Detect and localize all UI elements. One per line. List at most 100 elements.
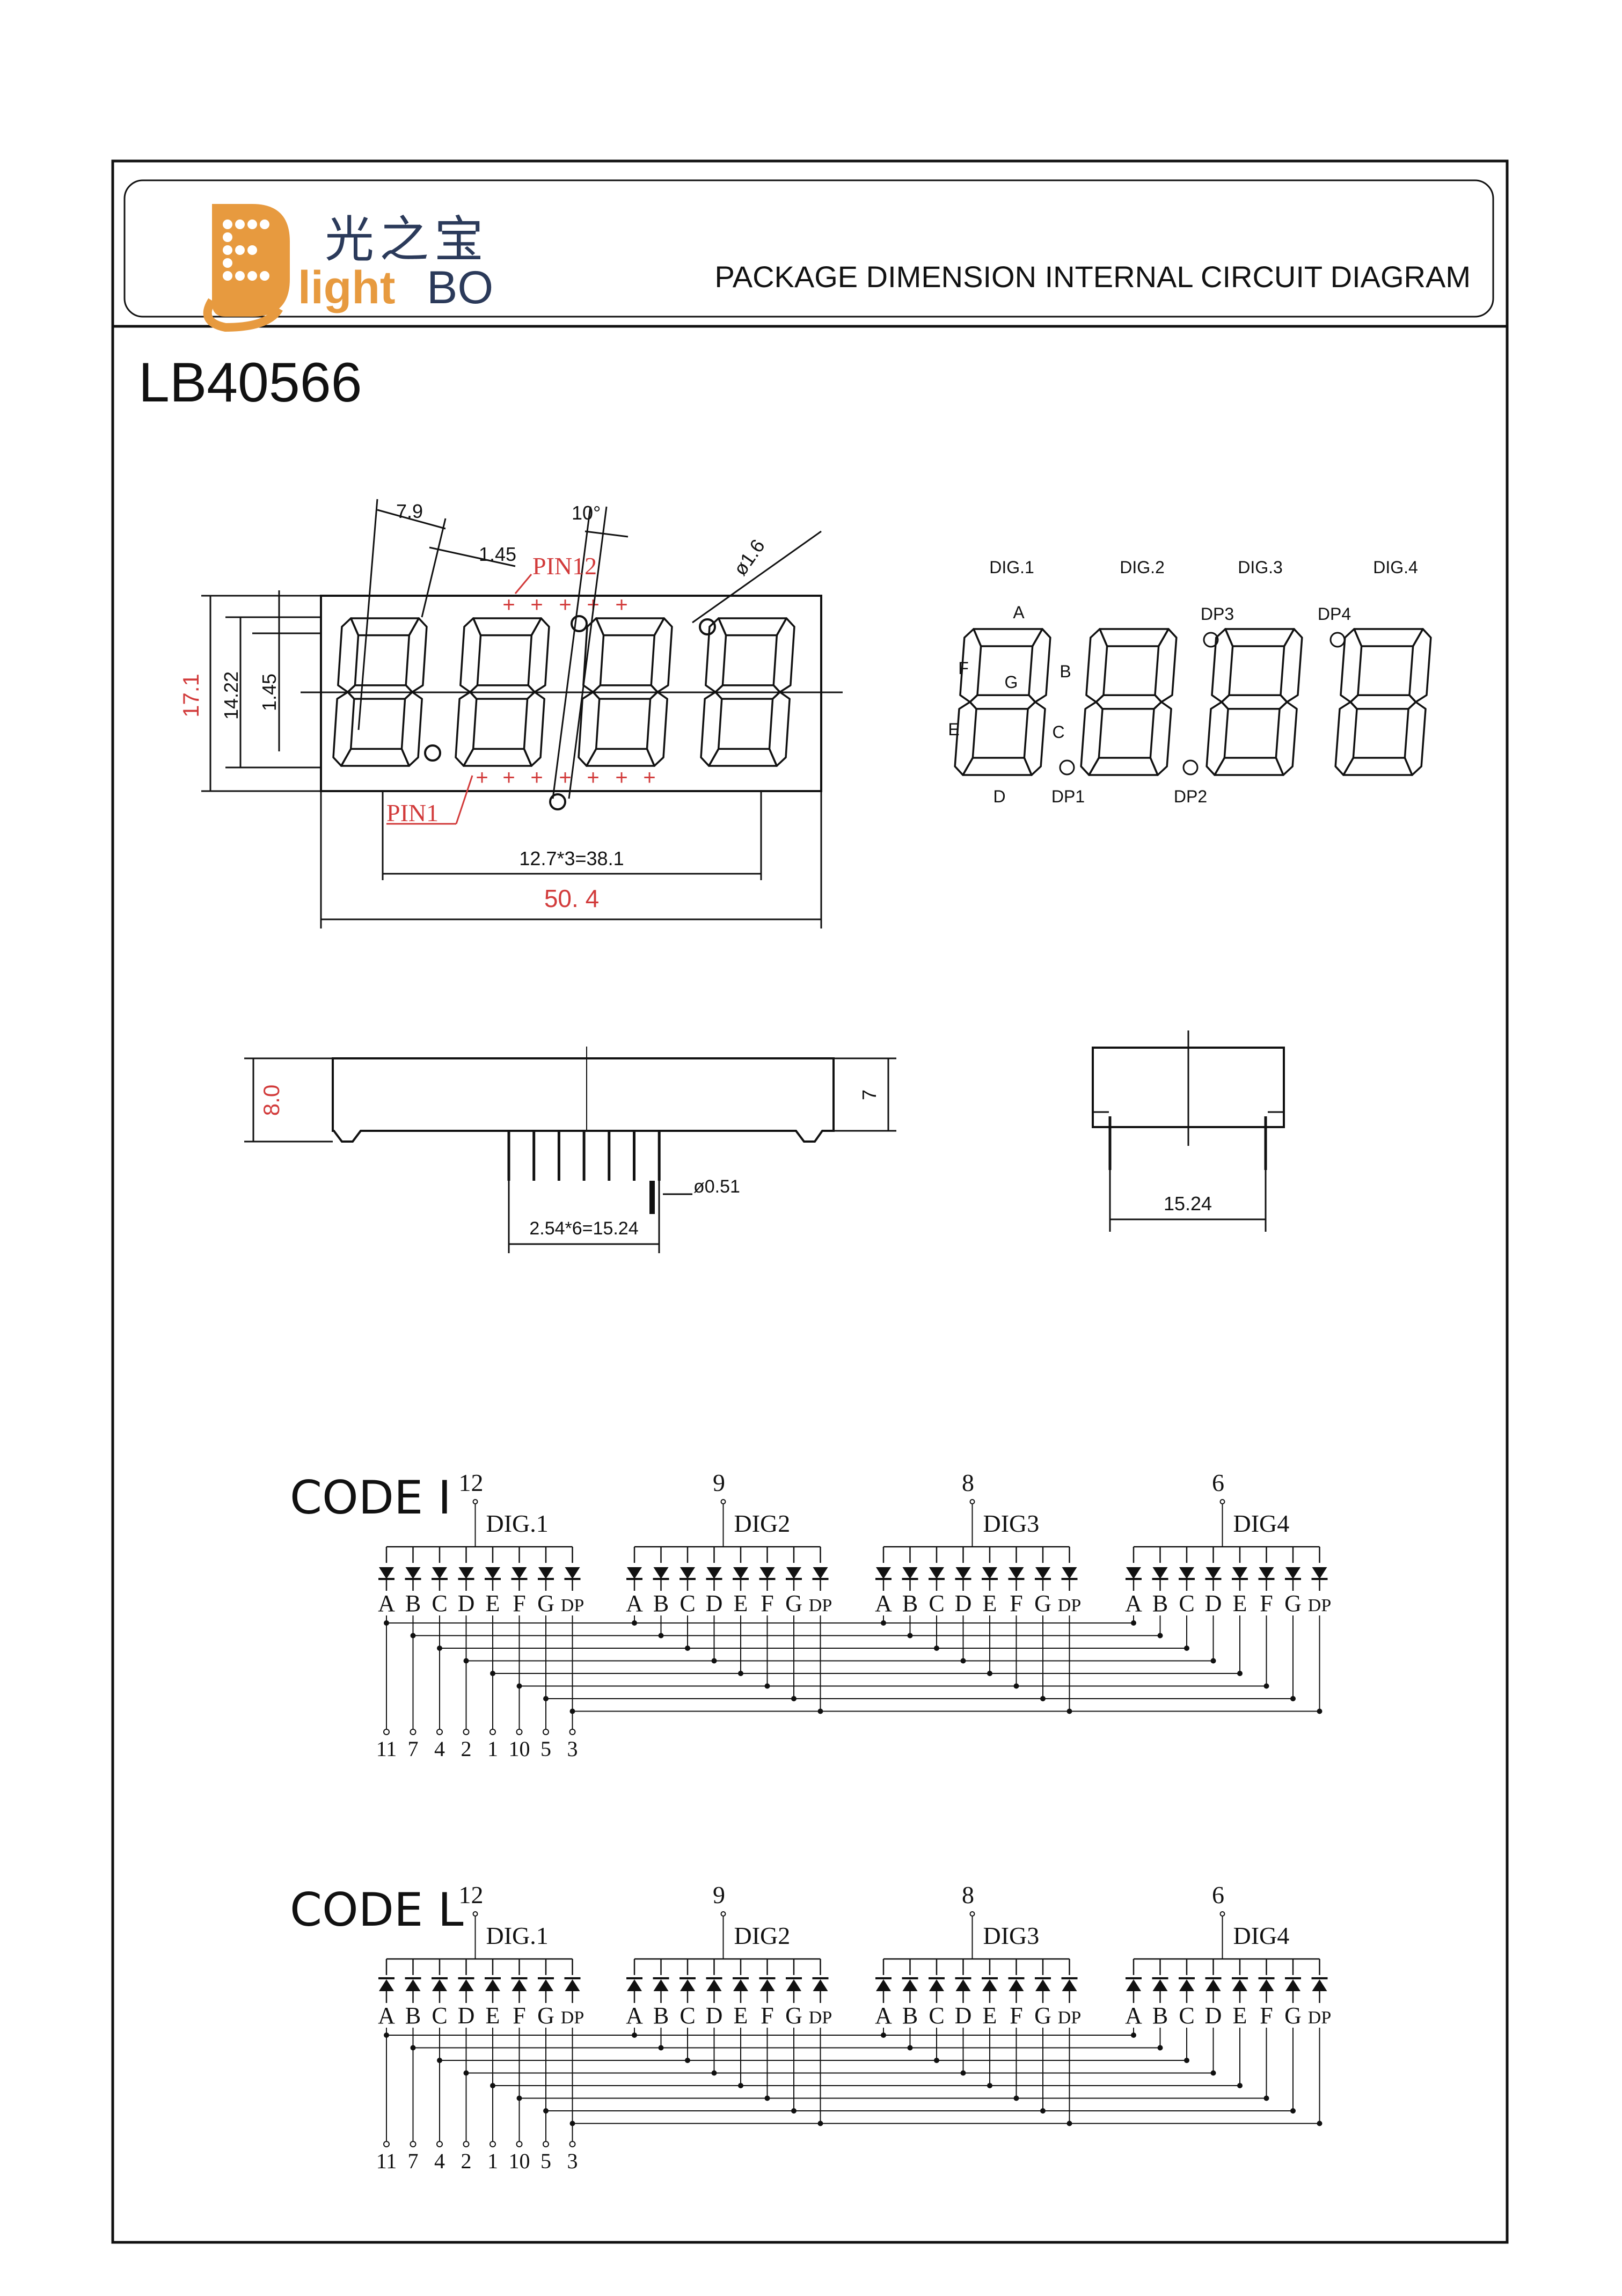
led-diode bbox=[706, 1979, 722, 1991]
segment-label: B bbox=[653, 1590, 669, 1617]
seg-d bbox=[1088, 757, 1159, 776]
segment-label: A bbox=[626, 1590, 643, 1617]
segment-label: E bbox=[983, 2002, 997, 2029]
seg-a bbox=[350, 617, 420, 637]
top-pin-marker: + bbox=[530, 593, 543, 617]
seg-a bbox=[595, 617, 665, 637]
led-diode bbox=[876, 1567, 891, 1579]
seg-g bbox=[969, 694, 1036, 710]
seg-b bbox=[527, 617, 550, 693]
segment-label: F bbox=[1010, 2002, 1022, 2029]
segment-label: D bbox=[458, 2002, 475, 2029]
led-diode bbox=[1179, 1979, 1194, 1991]
led-diode bbox=[512, 1979, 527, 1991]
led-diode bbox=[565, 1567, 580, 1579]
segment-pin-terminal bbox=[516, 2141, 523, 2147]
segment-label: F bbox=[1260, 1590, 1273, 1617]
top-pin-marker: + bbox=[559, 593, 571, 617]
digit-label: DIG4 bbox=[1233, 1510, 1290, 1537]
segment-label: DP bbox=[561, 1596, 584, 1615]
segment-label: G bbox=[1284, 1590, 1302, 1617]
end-view: 15.24 bbox=[1092, 1030, 1285, 1232]
bottom-pin-marker: + bbox=[476, 766, 488, 789]
digit-pin-terminal bbox=[472, 1911, 478, 1917]
dp-dot-3 bbox=[1203, 632, 1219, 648]
digit-pin-terminal bbox=[720, 1911, 726, 1917]
dim-height-digit: 14.22 bbox=[220, 671, 242, 720]
dim-top-width: 7.9 bbox=[396, 500, 423, 522]
led-diode bbox=[786, 1979, 801, 1991]
segment-label: C bbox=[680, 2002, 695, 2029]
segment-label: D bbox=[706, 1590, 723, 1617]
segment-label: E bbox=[486, 1590, 500, 1617]
segment-label: F bbox=[513, 1590, 525, 1617]
led-diode bbox=[1062, 1979, 1077, 1991]
digit-label: DIG3 bbox=[983, 1922, 1040, 1949]
led-diode bbox=[929, 1567, 944, 1579]
seg-e-label: E bbox=[948, 720, 959, 739]
led-diode bbox=[1035, 1567, 1050, 1579]
segment-label: B bbox=[653, 2002, 669, 2029]
segment-label: G bbox=[537, 2002, 554, 2029]
led-diode bbox=[1062, 1567, 1077, 1579]
segment-pin-number: 1 bbox=[487, 2149, 498, 2173]
seg-f bbox=[582, 617, 605, 693]
led-diode bbox=[1009, 1979, 1024, 1991]
seg-b bbox=[772, 617, 795, 693]
segment-pin-terminal bbox=[410, 1729, 417, 1735]
seg-d bbox=[708, 748, 778, 767]
segment-label: G bbox=[785, 2002, 802, 2029]
seg-f bbox=[1085, 628, 1108, 703]
seg-a bbox=[472, 617, 542, 637]
brand-bo-text: BO bbox=[427, 262, 493, 313]
segment-pin-number: 3 bbox=[567, 2149, 578, 2173]
led-diode bbox=[485, 1567, 500, 1579]
top-pin-marker: + bbox=[615, 593, 627, 617]
segment-label: A bbox=[1125, 2002, 1142, 2029]
led-diode bbox=[982, 1979, 997, 1991]
bottom-pin-marker: + bbox=[643, 766, 655, 789]
segment-pin-number: 1 bbox=[487, 1737, 498, 1761]
segment-label: D bbox=[1205, 1590, 1222, 1617]
led-diode bbox=[733, 1979, 748, 1991]
dim-seg-top: 1.45 bbox=[479, 543, 516, 565]
digit-pin-number: 9 bbox=[713, 1469, 725, 1496]
led-diode bbox=[759, 1567, 775, 1579]
led-diode bbox=[458, 1979, 474, 1991]
seg-d bbox=[1342, 757, 1413, 776]
segment-label: F bbox=[513, 2002, 525, 2029]
led-diode bbox=[379, 1979, 394, 1991]
segment-label: DP bbox=[561, 2008, 584, 2028]
segment-pin-number: 5 bbox=[540, 1737, 551, 1761]
part-number: LB40566 bbox=[138, 352, 362, 414]
segment-pin-terminal bbox=[569, 1729, 576, 1735]
digit-pin-number: 6 bbox=[1212, 1469, 1224, 1496]
led-diode bbox=[955, 1979, 971, 1991]
segment-label: B bbox=[1152, 2002, 1168, 2029]
segment-label: C bbox=[432, 2002, 447, 2029]
segment-label: C bbox=[929, 2002, 944, 2029]
side-view: 8.0 7 ø0.51 2.54*6=15.24 bbox=[244, 1047, 896, 1253]
segment-label: A bbox=[626, 2002, 643, 2029]
led-diode bbox=[512, 1567, 527, 1579]
led-diode bbox=[1205, 1567, 1221, 1579]
circuit-title: CODE L bbox=[290, 1883, 464, 1937]
seg-c-label: C bbox=[1052, 722, 1064, 742]
seg-a bbox=[1353, 628, 1424, 647]
segment-label: B bbox=[902, 2002, 918, 2029]
segment-pin-number: 7 bbox=[408, 2149, 419, 2173]
led-diode bbox=[1152, 1567, 1168, 1579]
digit-pin-number: 8 bbox=[962, 1881, 974, 1909]
side-dim-pin-pitch: 2.54*6=15.24 bbox=[529, 1218, 638, 1239]
segment-pin-terminal bbox=[569, 2141, 576, 2147]
seg-b bbox=[1280, 628, 1303, 703]
led-diode bbox=[1232, 1567, 1247, 1579]
led-diode bbox=[405, 1567, 421, 1579]
led-diode bbox=[1259, 1567, 1274, 1579]
led-diode bbox=[1232, 1979, 1247, 1991]
segment-label: DP bbox=[1058, 2008, 1081, 2028]
led-diode bbox=[627, 1567, 642, 1579]
led-diode bbox=[565, 1979, 580, 1991]
seg-d bbox=[340, 748, 410, 767]
